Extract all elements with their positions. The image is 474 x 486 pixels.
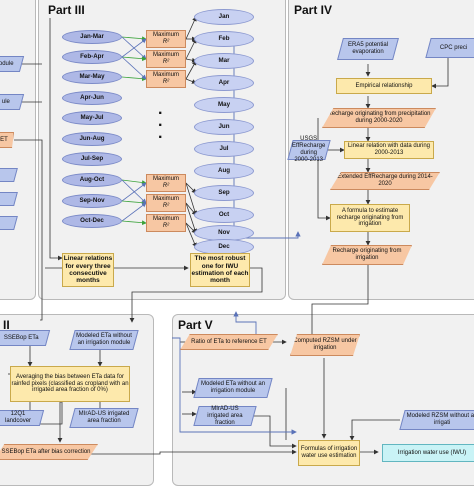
- ellipse-oct-dec: Oct-Dec: [62, 214, 122, 228]
- linear-relations-box: Linear relations for every three consecu…: [62, 253, 114, 287]
- recharge-precipitation-box: Recharge originating from precipitation …: [322, 108, 436, 128]
- ellipse-aug-oct: Aug-Oct: [62, 173, 122, 187]
- linear-relation-box: Linear relation with data during 2000-20…: [344, 141, 434, 159]
- ellipse-sep-nov: Sep-Nov: [62, 194, 122, 208]
- part-iv-title: Part IV: [294, 3, 333, 17]
- empirical-relationship-box: Empirical relationship: [336, 78, 432, 94]
- usgs-effrecharge-input: USGS EffRecharge during 2000-2013: [287, 136, 331, 163]
- iwu-formulas-box: Formulas of irrigation water use estimat…: [298, 440, 360, 466]
- ellipse-jan-mar: Jan-Mar: [62, 30, 122, 44]
- month-oct: Oct: [194, 207, 254, 223]
- part-iii-title: Part III: [48, 3, 85, 17]
- range-to-box-line: [121, 220, 147, 226]
- month-jan: Jan: [194, 9, 254, 25]
- month-jun: Jun: [194, 119, 254, 135]
- mirad-input: MIrAD-US irrigated area fraction: [193, 406, 257, 426]
- box-to-month-line: [185, 202, 198, 234]
- extended-effrecharge-box: Extended EffRecharge during 2014-2020: [330, 172, 440, 190]
- modeled-rzsm-input: Modeled RZSM without an irrigati: [399, 410, 474, 430]
- month-may: May: [194, 97, 254, 113]
- month-feb: Feb: [194, 31, 254, 47]
- part-i-panel: [0, 0, 36, 300]
- computed-rzsm-box: Computed RZSM under irrigation: [290, 334, 360, 356]
- part-ii-title: II: [3, 318, 10, 332]
- month-apr: Apr: [194, 75, 254, 91]
- box-to-month-line: [185, 222, 197, 248]
- ellipse-mar-may: Mar-May: [62, 70, 122, 84]
- part-iii-fan-lines: [121, 16, 198, 248]
- part-v-title: Part V: [178, 318, 213, 332]
- range-to-box-line: [121, 179, 147, 185]
- ellipse-jul-sep: Jul-Sep: [62, 152, 122, 166]
- ellipse-apr-jun: Apr-Jun: [62, 91, 122, 105]
- iwu-output-box: Irrigation water use (IWU): [382, 444, 474, 462]
- month-sep: Sep: [194, 185, 254, 201]
- ellipse-jun-aug: Jun-Aug: [62, 132, 122, 146]
- recharge-irrigation-box: Recharge originating from irrigation: [322, 245, 412, 265]
- box-to-month-line: [185, 60, 197, 80]
- modeled-eta-input: Modeled ETa without an irrigation module: [193, 378, 273, 398]
- part-i-et-box: ET: [0, 132, 14, 148]
- ellipsis-dots: ···: [158, 105, 164, 146]
- box-to-month-line: [185, 38, 197, 60]
- ellipse-may-jul: May-Jul: [62, 111, 122, 125]
- ellipse-feb-apr: Feb-Apr: [62, 50, 122, 64]
- range-to-box-line: [121, 56, 147, 62]
- range-to-box-line: [121, 179, 147, 204]
- cpc-precipitation-input: CPC preci: [425, 38, 474, 58]
- range-to-box-line: [121, 202, 147, 222]
- modeled-eta-input-ii: Modeled ETa without an irrigation module: [69, 330, 139, 350]
- box-to-month-line: [185, 16, 197, 40]
- era5-evaporation-input: ERA5 potential evaporation: [337, 38, 399, 60]
- ssebop-eta-input: SSEBop ETa: [0, 330, 51, 346]
- ssebop-bias-corrected-box: SSEBop ETa after bias correction: [0, 444, 98, 460]
- range-to-box-line: [121, 36, 147, 42]
- month-aug: Aug: [194, 163, 254, 179]
- range-to-box-line: [121, 200, 147, 206]
- month-jul: Jul: [194, 141, 254, 157]
- averaging-bias-box: Averaging the bias between ETa data for …: [10, 366, 130, 402]
- box-to-month-line: [185, 182, 198, 216]
- most-robust-box: The most robust one for IWU estimation o…: [190, 253, 250, 287]
- mirad-input-ii: MIrAD-US irrigated area fraction: [69, 408, 139, 428]
- range-to-box-line: [121, 76, 147, 82]
- landcover-input: 12Q1 landcover: [0, 410, 45, 426]
- recharge-formula-box: A formula to estimate recharge originati…: [330, 204, 410, 232]
- range-to-box-line: [121, 38, 147, 58]
- range-to-box-line: [121, 56, 147, 80]
- month-mar: Mar: [194, 53, 254, 69]
- ratio-eta-reference-box: Ratio of ETa to reference ET: [180, 334, 278, 350]
